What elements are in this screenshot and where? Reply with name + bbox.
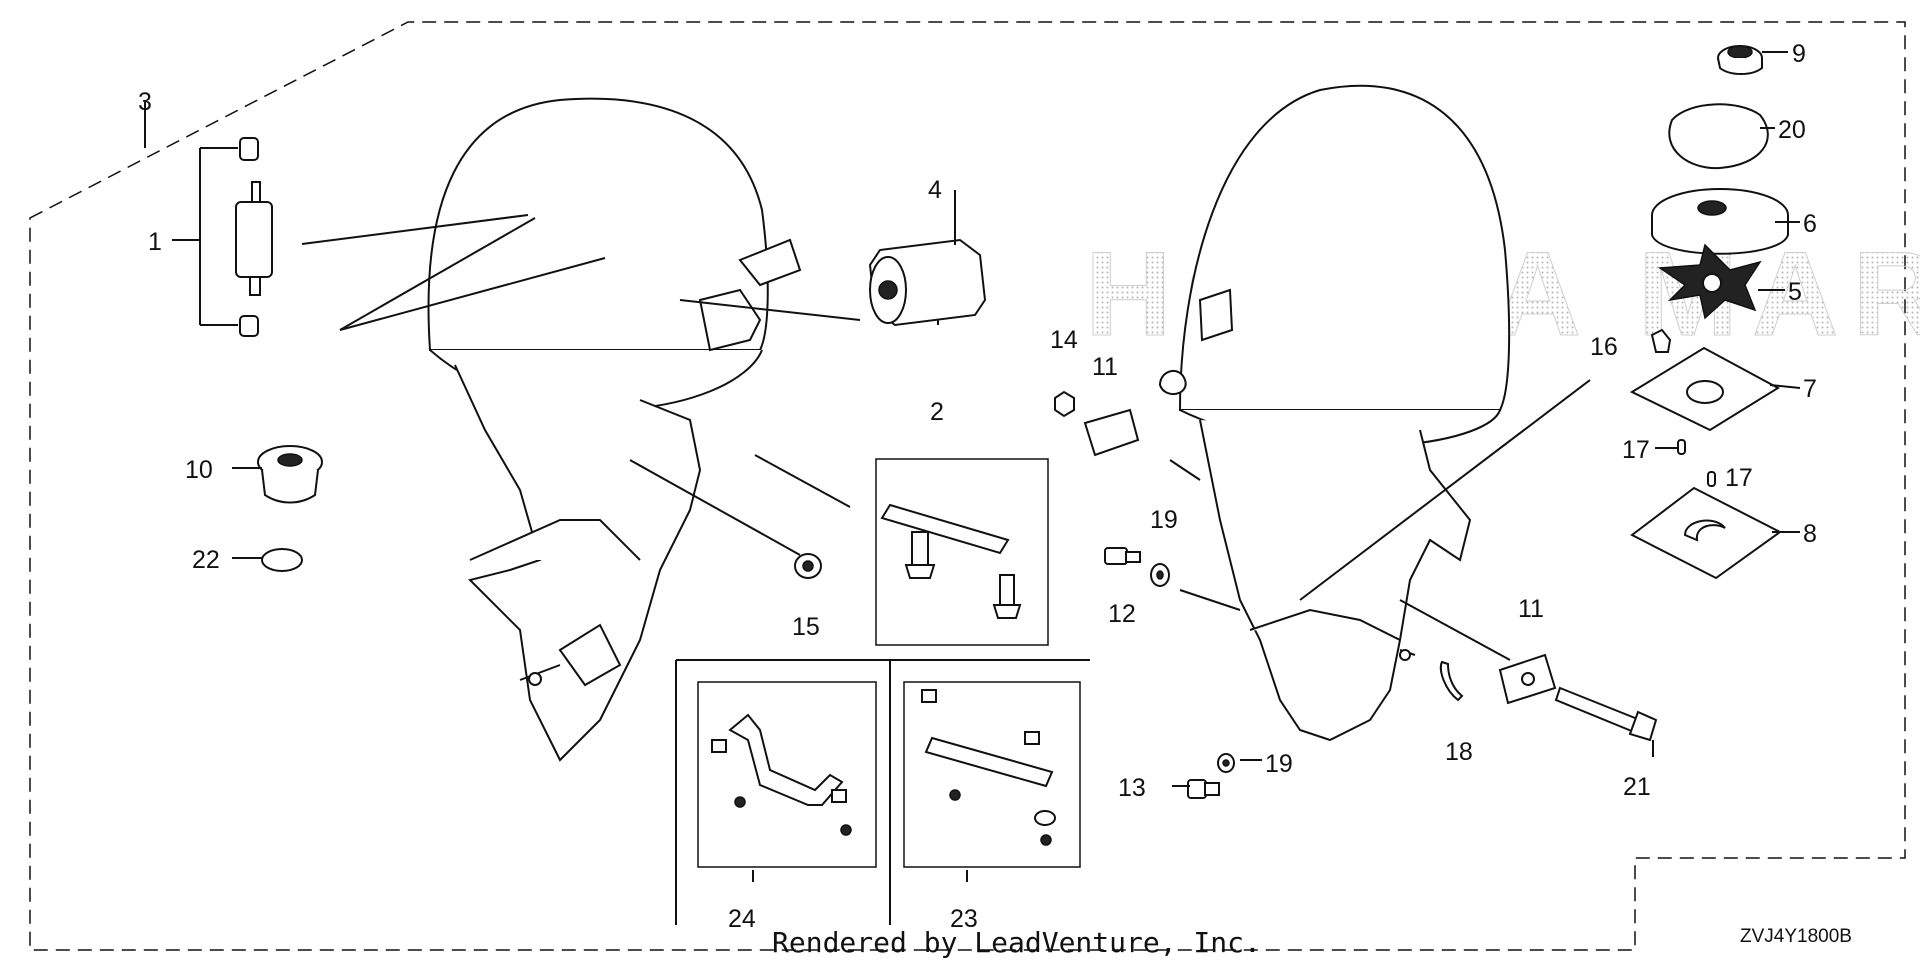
- diagram-code: ZVJ4Y1800B: [1740, 926, 1852, 947]
- rubber-pad-part-upper: [1083, 408, 1140, 457]
- label-part-8: 8: [1803, 520, 1817, 548]
- label-part-18: 18: [1445, 738, 1473, 766]
- label-part-1: 1: [148, 228, 162, 256]
- footer-credit: Rendered by LeadVenture, Inc.: [772, 926, 1261, 959]
- bolt-part-12: [1104, 547, 1141, 565]
- label-part-3: 3: [138, 88, 152, 116]
- plate-part: [1629, 346, 1780, 432]
- anode-kit-box-24: [675, 659, 891, 925]
- washer-part-19-lower: [1217, 753, 1235, 773]
- label-part-9: 9: [1792, 40, 1806, 68]
- label-part-19-lower: 19: [1265, 750, 1293, 778]
- rubber-pad-part-lower: [1498, 653, 1557, 705]
- cotter-pin-part: [1439, 660, 1464, 702]
- nut-part: [1054, 390, 1075, 418]
- oil-filter-part: [868, 238, 987, 327]
- label-part-20: 20: [1778, 116, 1806, 144]
- label-leaders: [144, 51, 1801, 882]
- label-part-21: 21: [1623, 773, 1651, 801]
- impeller-part: [1657, 243, 1762, 320]
- label-part-6: 6: [1803, 210, 1817, 238]
- label-part-23: 23: [950, 905, 978, 933]
- pin-part-upper: [1677, 439, 1686, 455]
- long-bolt-part: [1554, 686, 1658, 742]
- kit-frame-border: [29, 21, 1906, 951]
- anode-kit-box: [875, 312, 1049, 646]
- label-part-17-upper: 17: [1622, 436, 1650, 464]
- thermostat-part: [257, 445, 323, 504]
- label-part-16: 16: [1590, 333, 1618, 361]
- o-ring-part: [261, 548, 303, 572]
- label-part-14: 14: [1050, 326, 1078, 354]
- part-number-labels: 1 2 3 4 5 6 7 8 9 10 11 11 12 13 14 15 1…: [138, 40, 1817, 933]
- pump-housing-part: [1651, 188, 1789, 255]
- gasket-part: [1668, 103, 1769, 170]
- label-part-2: 2: [930, 398, 944, 426]
- anode-kit-box-23: [890, 659, 1090, 868]
- label-part-11-lower: 11: [1518, 595, 1544, 623]
- label-part-17-lower: 17: [1725, 464, 1753, 492]
- grommet-part: [1717, 45, 1763, 75]
- washer-part-19-upper: [1150, 563, 1170, 587]
- label-part-11-upper: 11: [1092, 353, 1118, 381]
- label-part-19-upper: 19: [1150, 506, 1178, 534]
- gasket-plate-part: [1630, 486, 1782, 580]
- fuel-filter-part: [199, 137, 273, 337]
- label-part-10: 10: [185, 456, 213, 484]
- leader-lines: [301, 214, 1591, 661]
- label-part-7: 7: [1803, 375, 1817, 403]
- label-part-4: 4: [928, 176, 942, 204]
- washer-part-15: [794, 553, 822, 579]
- drain-screw-part: [1187, 779, 1220, 799]
- pin-part-lower: [1707, 471, 1716, 487]
- label-part-13: 13: [1118, 774, 1146, 802]
- clip-part: [1650, 328, 1672, 353]
- label-part-22: 22: [192, 546, 220, 574]
- label-part-12: 12: [1108, 600, 1136, 628]
- label-part-15: 15: [792, 613, 820, 641]
- label-part-5: 5: [1788, 278, 1802, 306]
- label-part-24: 24: [728, 905, 756, 933]
- outboard-motor-right: [1158, 84, 1511, 742]
